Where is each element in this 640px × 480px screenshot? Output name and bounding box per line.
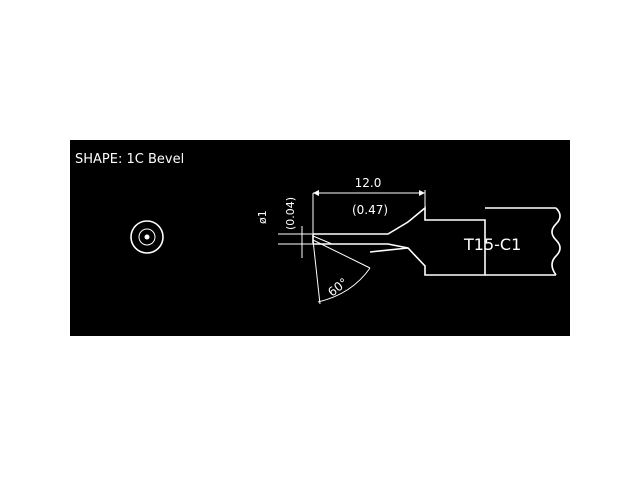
bevel-angle-dimension: 60°	[312, 239, 371, 305]
length-arrow-left	[313, 190, 319, 196]
angle-leg-lower	[312, 239, 321, 305]
diameter-in-label: (0.04)	[284, 197, 297, 230]
length-dimension: 12.0 (0.47)	[312, 176, 426, 236]
tip-outline	[312, 206, 486, 276]
end-view	[130, 220, 164, 254]
diagram-title: SHAPE: 1C Bevel	[75, 152, 184, 167]
length-arrow-right	[419, 190, 425, 196]
diameter-dimension: ø1 (0.04)	[256, 197, 312, 258]
tip-profile	[312, 206, 486, 276]
tip-drawing: SHAPE: 1C Bevel ø1 (0.04) 12.0 (0.47)	[75, 152, 561, 305]
angle-leg-upper	[312, 239, 371, 269]
angle-arc	[317, 267, 371, 303]
end-view-center	[144, 234, 150, 240]
diameter-mm-label: ø1	[256, 210, 269, 224]
length-mm-label: 12.0	[355, 176, 382, 190]
body-break-line	[551, 207, 561, 276]
model-label: T15-C1	[463, 235, 521, 254]
tip-shank-line	[369, 247, 409, 253]
diagram-panel: SHAPE: 1C Bevel ø1 (0.04) 12.0 (0.47)	[70, 140, 570, 336]
end-view-inner-circle	[138, 228, 156, 246]
length-in-label: (0.47)	[352, 203, 388, 217]
tip-body: T15-C1	[463, 207, 561, 276]
bevel-face-line	[312, 235, 333, 245]
end-view-outer-circle	[130, 220, 164, 254]
bevel-angle-label: 60°	[325, 275, 350, 299]
